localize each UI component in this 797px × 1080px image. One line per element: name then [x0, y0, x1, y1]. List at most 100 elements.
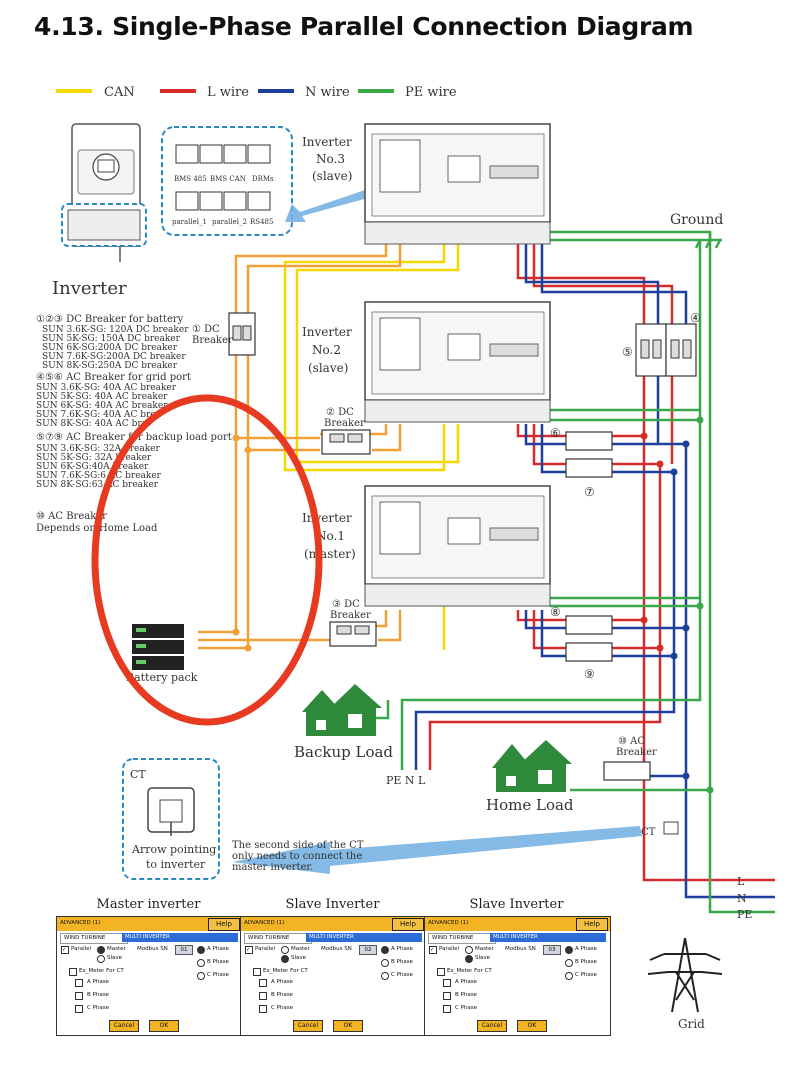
cancel-button[interactable]: Cancel [477, 1020, 507, 1032]
modbus-sn-field[interactable]: 02 [359, 945, 377, 955]
parallel-checkbox[interactable]: ✓ [61, 946, 69, 954]
ac-line-3: SUN 6K-SG: 40A AC breaker [36, 401, 168, 411]
port-drms: DRMs [252, 175, 274, 183]
ct-a-phase-checkbox[interactable] [443, 979, 451, 987]
tab-multi-inverter[interactable]: MULTI INVERTER [490, 933, 606, 942]
tab-wind-turbine[interactable]: WIND TURBINE [244, 933, 312, 944]
c-phase-label: C Phase [575, 972, 598, 978]
parallel-checkbox[interactable]: ✓ [429, 946, 437, 954]
ex-meter-checkbox[interactable] [69, 968, 77, 976]
breaker-6-num: ⑥ [550, 426, 561, 440]
ok-button[interactable]: OK [517, 1020, 547, 1032]
parallel-checkbox[interactable]: ✓ [245, 946, 253, 954]
dc-line-5: SUN 8K-SG:250A DC breaker [42, 361, 178, 371]
ct-b-phase-checkbox[interactable] [259, 992, 267, 1000]
c-phase-radio[interactable] [565, 972, 573, 980]
tab-multi-inverter[interactable]: MULTI INVERTER [122, 933, 238, 942]
help-button[interactable]: Help [392, 918, 424, 931]
breaker-10-label: ⑩ AC [618, 736, 645, 747]
c-phase-label: C Phase [391, 972, 414, 978]
inverter-label: Inverter [52, 278, 127, 299]
a-phase-radio[interactable] [565, 946, 573, 954]
tab-wind-turbine[interactable]: WIND TURBINE [60, 933, 128, 944]
a-phase-radio[interactable] [381, 946, 389, 954]
inverter-unit-3 [364, 123, 551, 245]
settings-panel-slave-2: ADVANCED (1) Help WIND TURBINE MULTI INV… [424, 916, 611, 1036]
port-box: BMS 485 BMS CAN DRMs parallel_1 parallel… [161, 126, 293, 236]
dc-line-1: SUN 3.6K-SG: 120A DC breaker [42, 325, 189, 335]
parallel-label: Parallel [439, 946, 460, 952]
ok-button[interactable]: OK [149, 1020, 179, 1032]
b-phase-radio[interactable] [565, 959, 573, 967]
ct-b-phase-checkbox[interactable] [75, 992, 83, 1000]
b-phase-radio[interactable] [197, 959, 205, 967]
tab-multi-inverter[interactable]: MULTI INVERTER [306, 933, 422, 942]
highlight-ellipse [91, 394, 323, 726]
page-title: 4.13. Single-Phase Parallel Connection D… [34, 12, 694, 41]
master-radio[interactable] [281, 946, 289, 954]
port-bms485: BMS 485 [174, 175, 207, 183]
cancel-button[interactable]: Cancel [293, 1020, 323, 1032]
ct-a-phase-checkbox[interactable] [75, 979, 83, 987]
c-phase-radio[interactable] [197, 972, 205, 980]
backup-load-label: Backup Load [294, 743, 393, 761]
help-button[interactable]: Help [208, 918, 240, 931]
a-phase-radio[interactable] [197, 946, 205, 954]
inverter-3-name: Inverter [302, 135, 352, 149]
breaker-3-label-2: Breaker [330, 610, 371, 621]
cancel-button[interactable]: Cancel [109, 1020, 139, 1032]
ct-c-phase-label: C Phase [87, 1005, 110, 1011]
dc-line-4: SUN 7.6K-SG:200A DC breaker [42, 352, 186, 362]
breaker-10-label-2: Breaker [616, 747, 657, 758]
ct-c-phase-checkbox[interactable] [443, 1005, 451, 1013]
ct-a-phase-checkbox[interactable] [259, 979, 267, 987]
master-label: Master [291, 946, 310, 952]
slave-radio[interactable] [97, 955, 105, 963]
port-parallel2: parallel_2 [212, 218, 247, 226]
a-phase-label: A Phase [575, 946, 597, 952]
master-radio[interactable] [97, 946, 105, 954]
breaker-2-label-2: Breaker [324, 418, 365, 429]
tab-wind-turbine[interactable]: WIND TURBINE [428, 933, 496, 944]
ct-a-phase-label: A Phase [455, 979, 477, 985]
backup-line-1: SUN 3.6K-SG: 32A breaker [36, 444, 161, 454]
ct-c-phase-checkbox[interactable] [259, 1005, 267, 1013]
ex-meter-label: Ex_Meter For CT [447, 968, 492, 974]
ct-arrow [232, 826, 642, 874]
c-phase-radio[interactable] [381, 972, 389, 980]
slave-radio[interactable] [281, 955, 289, 963]
ex-meter-checkbox[interactable] [437, 968, 445, 976]
home-load-label: Home Load [486, 796, 574, 814]
ok-button[interactable]: OK [333, 1020, 363, 1032]
master-radio[interactable] [465, 946, 473, 954]
b-phase-radio[interactable] [381, 959, 389, 967]
modbus-sn-field[interactable]: 03 [543, 945, 561, 955]
panel-header-text: ADVANCED (1) [428, 920, 469, 926]
ct-box-line-1: Arrow pointing [131, 843, 216, 856]
legend-pe-label: PE wire [405, 85, 457, 100]
c-phase-label: C Phase [207, 972, 230, 978]
panel-title-slave-2: Slave Inverter [469, 897, 564, 912]
slave-label: Slave [291, 955, 307, 961]
breaker-1-label-2: Breaker [192, 335, 233, 346]
ex-meter-checkbox[interactable] [253, 968, 261, 976]
breaker-1-label: ① DC [192, 324, 220, 335]
ct-c-phase-checkbox[interactable] [75, 1005, 83, 1013]
help-button[interactable]: Help [576, 918, 608, 931]
settings-panel-slave-1: ADVANCED (1) Help WIND TURBINE MULTI INV… [240, 916, 427, 1036]
ex-meter-label: Ex_Meter For CT [263, 968, 308, 974]
modbus-sn-field[interactable]: 01 [175, 945, 193, 955]
grid-label: Grid [678, 1017, 705, 1031]
slave-radio[interactable] [465, 955, 473, 963]
panel-title-slave-1: Slave Inverter [285, 897, 380, 912]
battery-label: Battery pack [126, 671, 198, 684]
dc-head: ①②③ DC Breaker for battery [36, 314, 184, 325]
pen-label: PE N L [386, 774, 426, 787]
ct-box-title: CT [130, 768, 146, 781]
ground-label: Ground [670, 212, 723, 228]
ground-icon [694, 232, 722, 249]
inverter-2-number: No.2 [312, 343, 341, 357]
modbus-label: Modbus SN [137, 946, 168, 952]
ct-b-phase-checkbox[interactable] [443, 992, 451, 1000]
